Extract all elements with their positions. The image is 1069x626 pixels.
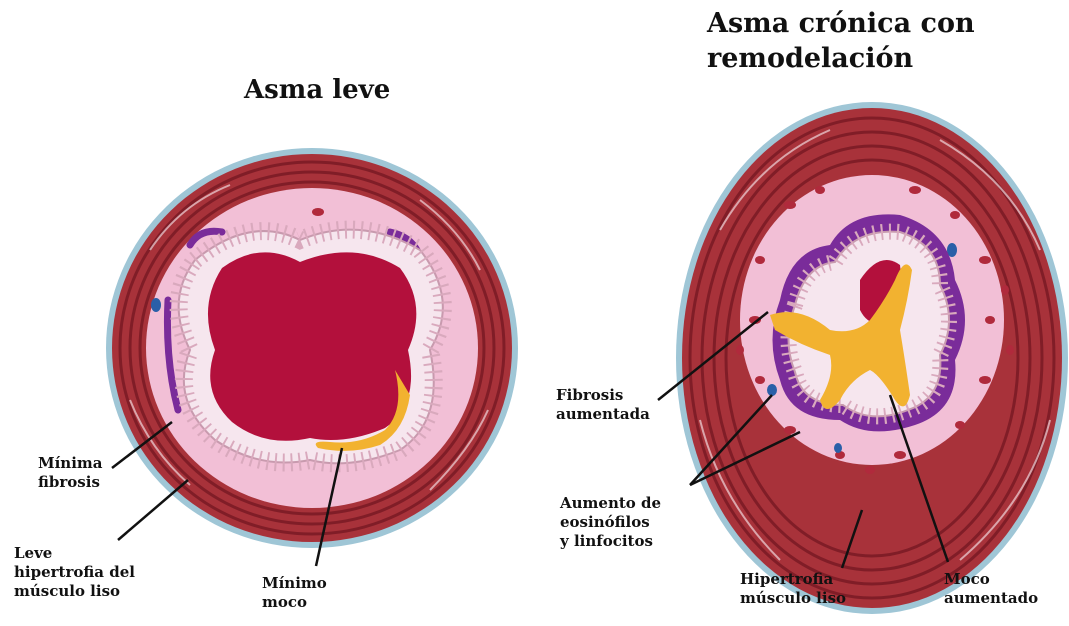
label-minimo-moco: Mínimo moco [262, 574, 327, 612]
title-mild-asthma: Asma leve [244, 74, 390, 108]
label-hipertrofia-musculo: Hipertrofia músculo liso [740, 570, 846, 608]
label-fibrosis-aumentada: Fibrosis aumentada [556, 386, 650, 424]
label-aumento-eosinofilos: Aumento de eosinófilos y linfocitos [560, 494, 661, 550]
chronic-asthma-airway [676, 102, 1068, 614]
mild-asthma-airway [106, 148, 518, 548]
chronic-eosinophil-3 [834, 443, 842, 453]
title-chronic-asthma: Asma crónica con remodelación [707, 6, 975, 76]
mild-eosinophil [151, 298, 161, 312]
label-minima-fibrosis: Mínima fibrosis [38, 454, 103, 492]
chronic-eosinophil-2 [767, 384, 777, 396]
label-moco-aumentado: Moco aumentado [944, 570, 1038, 608]
mild-lumen [208, 252, 416, 440]
mild-cell [312, 208, 324, 216]
label-leve-hipertrofia: Leve hipertrofia del músculo liso [14, 544, 135, 600]
leader-leve-hipertrofia [118, 480, 188, 540]
